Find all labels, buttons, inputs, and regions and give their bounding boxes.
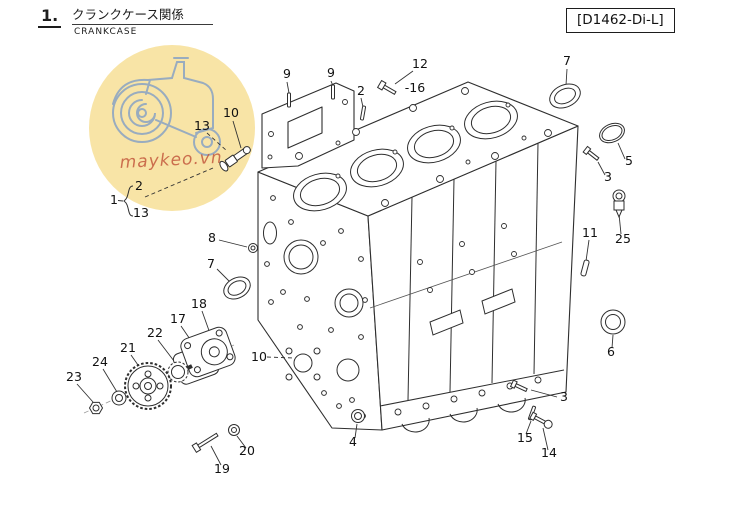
part-bolt-12 — [376, 79, 397, 95]
callout-2b: 2 — [135, 178, 143, 193]
callout-13b: 13 — [133, 205, 149, 220]
callout-21: 21 — [120, 340, 136, 355]
callout-3a: 3 — [604, 169, 612, 184]
callout-2a: 2 — [357, 83, 365, 98]
part-seal-6 — [600, 309, 626, 335]
callout-3b: 3 — [560, 389, 568, 404]
gear-case-face-holes — [263, 195, 368, 419]
part-plug-8 — [248, 243, 258, 253]
part-plug-4 — [351, 409, 365, 423]
part-sender-25 — [612, 189, 626, 219]
parts — [88, 79, 626, 454]
callout-10a: 10 — [223, 105, 239, 120]
part-oil-pump-17-18 — [172, 326, 236, 385]
part-gear-21 — [124, 362, 172, 410]
tractor-icon — [112, 57, 221, 156]
cylinder-bores — [293, 100, 518, 212]
callout-11: 11 — [582, 225, 598, 240]
top-flange-opening — [287, 106, 323, 149]
watermark: maykeo.vn — [89, 45, 255, 211]
callout-8: 8 — [208, 230, 216, 245]
model-code-box: [D1462-Di-L] — [566, 8, 675, 33]
part-stud-2 — [359, 105, 367, 121]
page-title-english: CRANKCASE — [74, 27, 138, 37]
callout-9a: 9 — [283, 66, 291, 81]
part-bolt-3b — [509, 379, 528, 393]
callout-22: 22 — [147, 325, 163, 340]
part-joint-10-13 — [219, 146, 251, 172]
part-stud-9b — [331, 84, 335, 100]
part-bolt-3a — [582, 145, 600, 161]
part-bolt-14 — [529, 411, 553, 429]
leader-lines — [76, 68, 626, 466]
callout-25: 25 — [615, 231, 631, 246]
callout-1: 1 — [110, 192, 118, 207]
header-divider — [72, 24, 213, 25]
callout-12-sub: -16 — [405, 80, 425, 95]
watermark-circle — [89, 45, 255, 211]
callout-6: 6 — [607, 344, 615, 359]
callout-13a: 13 — [194, 118, 210, 133]
callout-5: 5 — [625, 153, 633, 168]
callout-24: 24 — [92, 354, 108, 369]
part-oil-seal-7a — [549, 83, 581, 109]
model-code: [D1462-Di-L] — [577, 12, 664, 28]
callout-7a: 7 — [563, 53, 571, 68]
part-cover-5 — [599, 122, 625, 144]
callout-4: 4 — [349, 434, 357, 449]
callout-17: 17 — [170, 311, 186, 326]
callout-23: 23 — [66, 369, 82, 384]
part-washer-24 — [111, 390, 127, 406]
part-nut-23 — [88, 401, 104, 415]
group-brace — [123, 185, 134, 217]
part-bolt-19 — [191, 432, 219, 454]
callout-12: 12 — [412, 56, 428, 71]
callout-19: 19 — [214, 461, 230, 476]
part-oil-seal-7b — [223, 276, 251, 300]
callout-7b: 7 — [207, 256, 215, 271]
callout-15: 15 — [517, 430, 533, 445]
callout-20: 20 — [239, 443, 255, 458]
part-washer-20 — [228, 424, 240, 436]
page-title-japanese: クランクケース関係 — [72, 7, 184, 22]
callouts: 9 9 12 -16 2 7 10 13 5 3 25 11 2 1 13 8 … — [66, 53, 633, 476]
callout-9b: 9 — [327, 65, 335, 80]
side-face-details — [369, 142, 565, 433]
callout-18: 18 — [191, 296, 207, 311]
part-stud-9a — [287, 92, 291, 108]
part-pin-11 — [580, 259, 590, 277]
section-number: 1. — [38, 6, 62, 28]
callout-10b: 10 — [251, 349, 267, 364]
deck-bolt-holes — [267, 87, 552, 207]
callout-14: 14 — [541, 445, 557, 460]
